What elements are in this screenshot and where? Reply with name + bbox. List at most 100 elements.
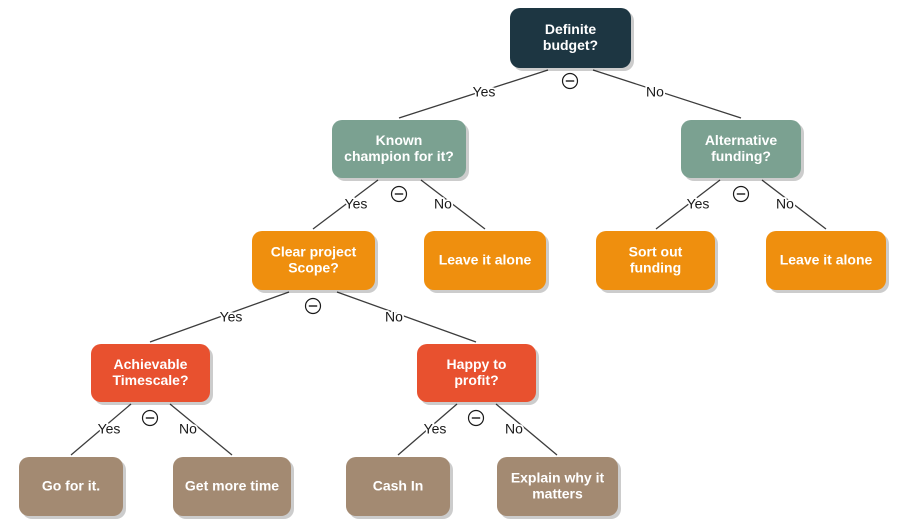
toggles-layer: [141, 72, 750, 427]
edge-connector-line: [149, 291, 290, 343]
edge-label-halo: No: [179, 421, 197, 437]
edge-label-text: Yes: [345, 196, 368, 212]
node-box[interactable]: [19, 457, 123, 516]
node-box[interactable]: [346, 457, 450, 516]
edge-connector-line: [169, 403, 233, 456]
node-label: Cash In: [373, 477, 424, 493]
tree-edge: [761, 179, 827, 230]
edge-label-text: No: [646, 84, 664, 100]
edge-label-halo: Yes: [424, 421, 447, 437]
edge-label-halo: Yes: [220, 309, 243, 325]
edge-label-text: Yes: [687, 196, 710, 212]
tree-node-n10[interactable]: Get more time: [173, 457, 294, 519]
minus-circle-icon[interactable]: [141, 409, 159, 427]
edge-connector-line: [312, 179, 379, 230]
tree-edge: [420, 179, 486, 230]
edge-connector-line: [420, 179, 486, 230]
tree-node-n9[interactable]: Go for it.: [19, 457, 126, 519]
edge-label-text: No: [776, 196, 794, 212]
node-box[interactable]: [681, 120, 801, 178]
node-box[interactable]: [173, 457, 291, 516]
minus-circle-icon[interactable]: [732, 185, 750, 203]
edges-layer: [70, 69, 827, 456]
node-box[interactable]: [596, 231, 715, 290]
edge-label-halo: Yes: [345, 196, 368, 212]
minus-circle-icon[interactable]: [467, 409, 485, 427]
edge-label-halo: No: [646, 84, 664, 100]
tree-node-n4[interactable]: Leave it alone: [424, 231, 549, 293]
edge-label-text: No: [434, 196, 452, 212]
node-label: Leave it alone: [780, 251, 873, 267]
node-box[interactable]: [252, 231, 375, 290]
edge-label-text: No: [385, 309, 403, 325]
edge-connector-line: [495, 403, 558, 456]
tree-node-n6[interactable]: Leave it alone: [766, 231, 889, 293]
tree-edge: [169, 403, 233, 456]
edge-label-halo: No: [434, 196, 452, 212]
node-box[interactable]: [417, 344, 536, 402]
edge-connector-line: [761, 179, 827, 230]
node-box[interactable]: [424, 231, 546, 290]
tree-node-n11[interactable]: Cash In: [346, 457, 453, 519]
edge-connector-line: [398, 69, 549, 119]
tree-edge: [495, 403, 558, 456]
edge-label-halo: No: [776, 196, 794, 212]
edge-connector-line: [592, 69, 742, 119]
node-box[interactable]: [766, 231, 886, 290]
edge-connector-line: [336, 291, 477, 343]
tree-edge: [70, 403, 132, 456]
minus-circle-icon[interactable]: [390, 185, 408, 203]
edge-label-halo: Yes: [687, 196, 710, 212]
node-box[interactable]: [497, 457, 618, 516]
node-box[interactable]: [510, 8, 631, 68]
edge-label-text: Yes: [98, 421, 121, 437]
edge-label-halo: No: [505, 421, 523, 437]
node-box[interactable]: [332, 120, 466, 178]
minus-circle-icon[interactable]: [304, 297, 322, 315]
node-label: Go for it.: [42, 477, 100, 493]
node-label: Leave it alone: [439, 251, 532, 267]
tree-edge: [592, 69, 742, 119]
edge-label-halo: Yes: [98, 421, 121, 437]
edge-label-text: No: [179, 421, 197, 437]
edge-connector-line: [397, 403, 458, 456]
node-label: Get more time: [185, 477, 279, 493]
minus-circle-icon[interactable]: [561, 72, 579, 90]
edge-label-text: No: [505, 421, 523, 437]
edge-label-text: Yes: [424, 421, 447, 437]
node-box[interactable]: [91, 344, 210, 402]
tree-edge: [655, 179, 721, 230]
edge-label-text: Yes: [473, 84, 496, 100]
edge-connector-line: [655, 179, 721, 230]
tree-edge: [312, 179, 379, 230]
edge-label-text: Yes: [220, 309, 243, 325]
